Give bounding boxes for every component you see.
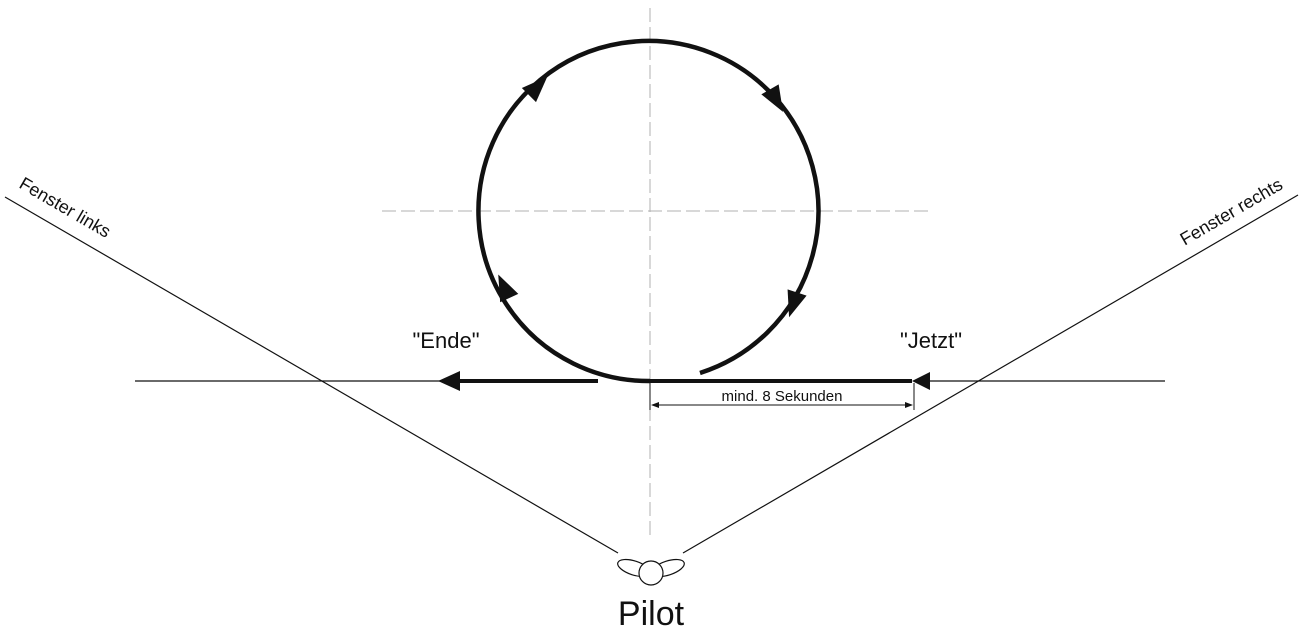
- arrowhead-icon: [905, 402, 913, 408]
- window-line-right: [682, 194, 1299, 554]
- arrowhead-icon: [498, 274, 519, 303]
- start-call-label: "Jetzt": [900, 328, 962, 353]
- pilot-icon: [617, 558, 685, 586]
- arrowhead-icon: [521, 76, 548, 103]
- arrowhead-icon: [761, 84, 783, 112]
- pilot-label: Pilot: [618, 595, 685, 633]
- arrowhead-icon: [912, 372, 930, 390]
- arrowhead-icon: [651, 402, 659, 408]
- loop-circle: [476, 38, 821, 384]
- window-line-left: [4, 196, 619, 554]
- duration-label: mind. 8 Sekunden: [722, 388, 843, 405]
- end-call-label: "Ende": [413, 328, 480, 353]
- arrowhead-icon: [787, 289, 807, 318]
- arrowhead-icon: [438, 371, 460, 391]
